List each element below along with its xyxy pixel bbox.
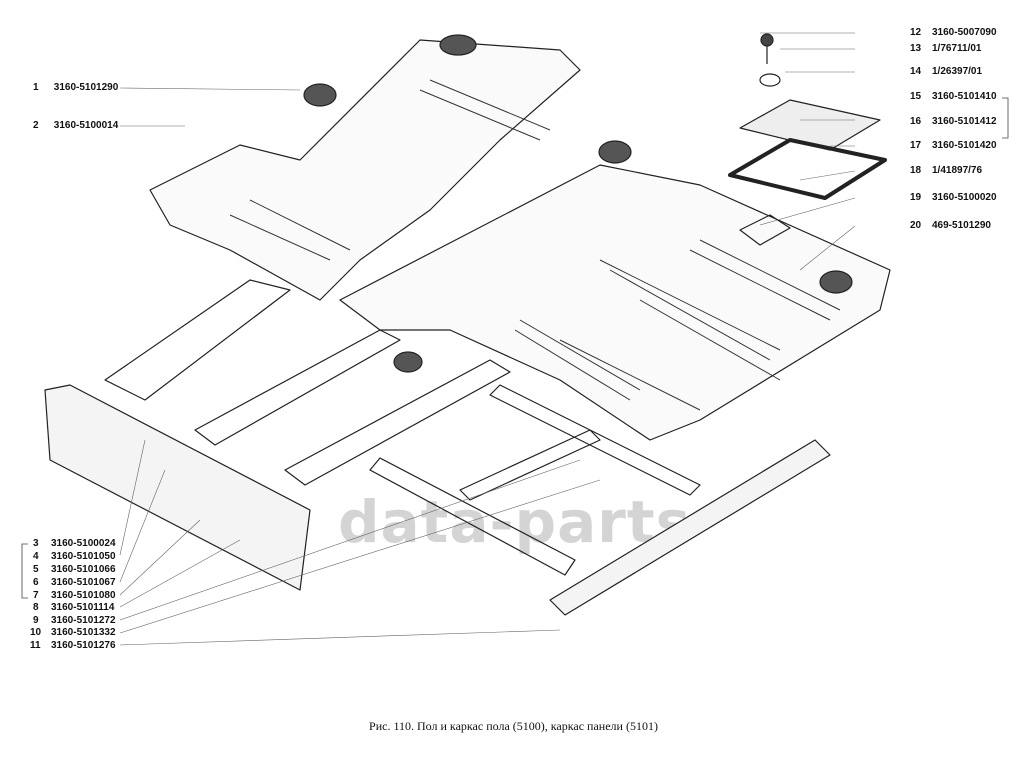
- cross-member: [194, 329, 401, 446]
- screw: [760, 33, 774, 64]
- part-number: 1/26397/01: [932, 66, 983, 77]
- plug: [439, 34, 477, 56]
- part-number: 3160-5101272: [51, 615, 116, 626]
- part-number: 3160-5101276: [51, 640, 116, 651]
- plug: [819, 270, 853, 294]
- right-sill: [549, 439, 831, 616]
- front-floor-panel: [149, 39, 581, 301]
- washer: [759, 73, 781, 87]
- part-number: 1/76711/01: [932, 43, 982, 54]
- part-number: 3160-5100024: [51, 538, 116, 549]
- part-number: 3160-5101290: [53, 82, 119, 93]
- cross-member: [284, 359, 511, 486]
- part-number: 469-5101290: [932, 220, 991, 231]
- part-number: 3160-5101050: [51, 551, 116, 562]
- cross-member: [459, 429, 601, 501]
- part-number: 3160-5007090: [932, 27, 997, 38]
- left-sill: [44, 384, 311, 591]
- part-number: 3160-5101410: [932, 91, 997, 102]
- part-number: 3160-5101066: [51, 564, 116, 575]
- clip: [739, 214, 791, 246]
- figure-caption: Рис. 110. Пол и каркас пола (5100), карк…: [369, 719, 658, 733]
- cover-seal: [728, 138, 887, 200]
- cross-member: [104, 279, 291, 401]
- callout-2: 2 3160-5100014: [33, 120, 119, 131]
- part-number: 3160-5101114: [51, 602, 115, 613]
- plug: [598, 140, 632, 164]
- part-number: 3160-5101067: [51, 577, 116, 588]
- cross-member: [489, 384, 701, 496]
- part-number: 3160-5100014: [53, 120, 119, 131]
- cross-member: [369, 457, 576, 576]
- plug: [303, 83, 337, 107]
- part-number: 3160-5101080: [51, 590, 116, 601]
- part-number: 3160-5101420: [932, 140, 997, 151]
- part-number: 3160-5101332: [51, 627, 116, 638]
- plug: [393, 351, 423, 373]
- part-number: 1/41897/76: [932, 165, 983, 176]
- main-floor-panel: [339, 164, 891, 441]
- part-number: 3160-5100020: [932, 192, 997, 203]
- callout-1: 1 3160-5101290: [33, 82, 119, 93]
- part-number: 3160-5101412: [932, 116, 997, 127]
